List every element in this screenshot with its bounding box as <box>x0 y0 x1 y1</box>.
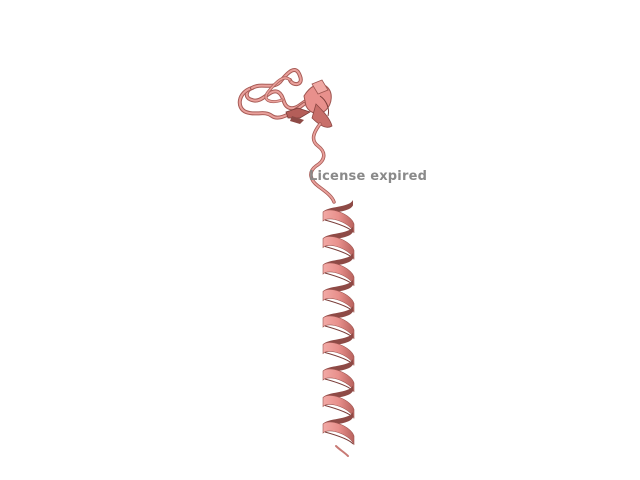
beta-turn-cluster <box>285 79 333 128</box>
helix-edge-line <box>324 431 354 445</box>
c-terminal-tail <box>335 445 349 457</box>
license-watermark: License expired <box>309 169 428 184</box>
alpha-helix <box>322 200 355 446</box>
loop-region <box>237 68 320 120</box>
linker-coil <box>309 122 336 204</box>
